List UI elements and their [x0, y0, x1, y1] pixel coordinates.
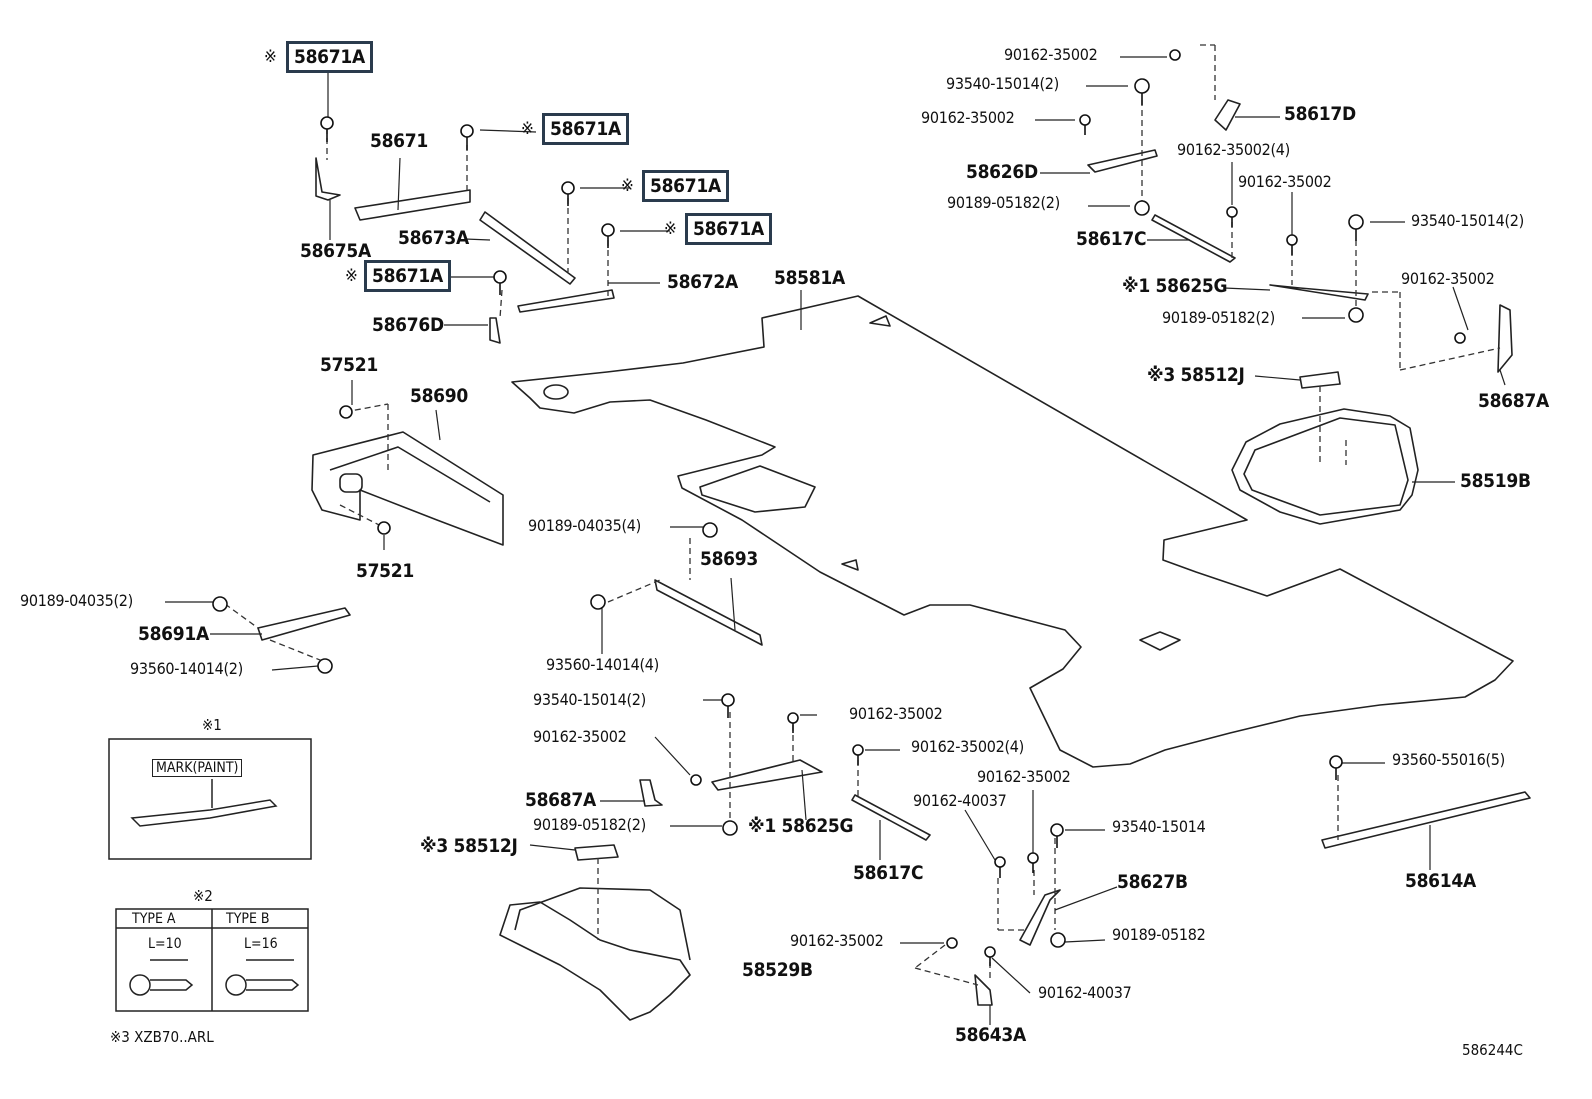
- part-58671a-highlight[interactable]: 58671A: [364, 260, 451, 292]
- bracket-58691a: [257, 607, 351, 641]
- catalog-code: 586244C: [1462, 1041, 1523, 1059]
- part-label[interactable]: ※3 58512J: [1147, 364, 1245, 386]
- strip-58614a: [1321, 791, 1531, 849]
- part-label[interactable]: 58676D: [372, 314, 444, 336]
- footnote-3: ※3 XZB70..ARL: [110, 1028, 214, 1046]
- part-label[interactable]: ※1 58625G: [748, 815, 854, 837]
- bracket-58625g-right: [1269, 284, 1369, 301]
- part-label[interactable]: 58687A: [1478, 390, 1549, 412]
- bracket-58687a-right: [1497, 304, 1513, 373]
- part-label[interactable]: 58672A: [667, 271, 738, 293]
- asterisk-2: ※: [521, 119, 534, 139]
- part-label[interactable]: 90162-35002: [977, 767, 1071, 786]
- cover-58519b-outline: [1231, 408, 1419, 525]
- part-label[interactable]: 93540-15014(2): [946, 74, 1059, 93]
- detail-2-title: ※2: [193, 887, 213, 905]
- cover-58529b-outline: [499, 901, 691, 1021]
- asterisk-2: ※: [264, 47, 277, 67]
- bracket-58643a: [974, 974, 993, 1006]
- part-label[interactable]: 90162-35002: [921, 108, 1015, 127]
- panel-58690-outline: [311, 431, 504, 546]
- part-label[interactable]: 90189-05182(2): [533, 815, 646, 834]
- asterisk-2: ※: [345, 266, 358, 286]
- type-b-length: L=16: [244, 936, 278, 952]
- part-label[interactable]: 58693: [700, 548, 758, 570]
- part-label[interactable]: 90162-35002: [849, 704, 943, 723]
- part-label[interactable]: 90162-35002(4): [1177, 140, 1290, 159]
- part-58671a-highlight[interactable]: 58671A: [286, 41, 373, 73]
- part-label[interactable]: 93560-55016(5): [1392, 750, 1505, 769]
- patch-58512j-right: [1299, 371, 1341, 389]
- bracket-58626d: [1087, 149, 1158, 173]
- part-label[interactable]: 93560-14014(2): [130, 659, 243, 678]
- bracket-58625g-bottom: [711, 759, 823, 791]
- part-58671a-highlight[interactable]: 58671A: [542, 113, 629, 145]
- part-label[interactable]: 93540-15014(2): [1411, 211, 1524, 230]
- part-label[interactable]: 58673A: [398, 227, 469, 249]
- part-label[interactable]: 90162-35002(4): [911, 737, 1024, 756]
- type-a-length: L=10: [148, 936, 182, 952]
- part-label[interactable]: 90162-35002: [1004, 45, 1098, 64]
- mark-paint-label: MARK(PAINT): [152, 759, 243, 777]
- detail-1-title: ※1: [202, 716, 222, 734]
- part-58671a-highlight[interactable]: 58671A: [685, 213, 772, 245]
- detail-box-2: [115, 908, 309, 1012]
- bracket-58627b: [1019, 889, 1061, 946]
- bracket-58687a-bottom: [639, 779, 663, 807]
- part-58671a-highlight[interactable]: 58671A: [642, 170, 729, 202]
- bracket-58617d: [1214, 99, 1241, 131]
- part-label[interactable]: 58626D: [966, 161, 1038, 183]
- part-label[interactable]: 90162-35002: [533, 727, 627, 746]
- part-label[interactable]: 58581A: [774, 267, 845, 289]
- part-label[interactable]: 58687A: [525, 789, 596, 811]
- bracket-58617c: [1151, 214, 1236, 263]
- part-label[interactable]: 90162-35002: [1238, 172, 1332, 191]
- part-label[interactable]: 90162-35002: [790, 931, 884, 950]
- detail-box-1: [108, 738, 312, 860]
- part-label[interactable]: 58643A: [955, 1024, 1026, 1046]
- asterisk-2: ※: [621, 176, 634, 196]
- bracket-58676d: [489, 317, 501, 344]
- part-label[interactable]: 90162-35002: [1401, 269, 1495, 288]
- type-b-label: TYPE B: [226, 911, 270, 927]
- floor-cutout: [699, 465, 816, 513]
- bracket-58672a: [517, 289, 615, 313]
- part-label[interactable]: 90162-40037: [1038, 983, 1132, 1002]
- part-label[interactable]: 57521: [320, 354, 378, 376]
- part-label[interactable]: 58617C: [1076, 228, 1147, 250]
- part-label[interactable]: 93540-15014(2): [533, 690, 646, 709]
- patch-58512j-bottom: [574, 844, 619, 861]
- part-label[interactable]: 58675A: [300, 240, 371, 262]
- part-label[interactable]: 93560-14014(4): [546, 655, 659, 674]
- part-label[interactable]: 58691A: [138, 623, 209, 645]
- part-label[interactable]: 90189-05182: [1112, 925, 1206, 944]
- part-label[interactable]: 90162-40037: [913, 791, 1007, 810]
- part-label[interactable]: 90189-04035(4): [528, 516, 641, 535]
- part-label[interactable]: 58690: [410, 385, 468, 407]
- part-label[interactable]: 90189-04035(2): [20, 591, 133, 610]
- part-label[interactable]: 90189-05182(2): [947, 193, 1060, 212]
- bracket-58675a: [315, 157, 341, 201]
- part-label[interactable]: 58627B: [1117, 871, 1188, 893]
- floor-carpet-outline: [511, 295, 1514, 768]
- bracket-58673a: [479, 211, 576, 285]
- strip-58693: [654, 579, 763, 646]
- part-label[interactable]: ※3 58512J: [420, 835, 518, 857]
- part-label[interactable]: 58617C: [853, 862, 924, 884]
- bracket-58617c-bottom: [851, 794, 931, 841]
- part-label[interactable]: 90189-05182(2): [1162, 308, 1275, 327]
- part-label[interactable]: ※1 58625G: [1122, 275, 1228, 297]
- part-label[interactable]: 57521: [356, 560, 414, 582]
- asterisk-2: ※: [664, 219, 677, 239]
- part-label[interactable]: 58671: [370, 130, 428, 152]
- bracket-58671: [354, 189, 471, 221]
- part-label[interactable]: 93540-15014: [1112, 817, 1206, 836]
- part-label[interactable]: 58614A: [1405, 870, 1476, 892]
- part-label[interactable]: 58617D: [1284, 103, 1356, 125]
- part-label[interactable]: 58519B: [1460, 470, 1531, 492]
- type-a-label: TYPE A: [132, 911, 176, 927]
- part-label[interactable]: 58529B: [742, 959, 813, 981]
